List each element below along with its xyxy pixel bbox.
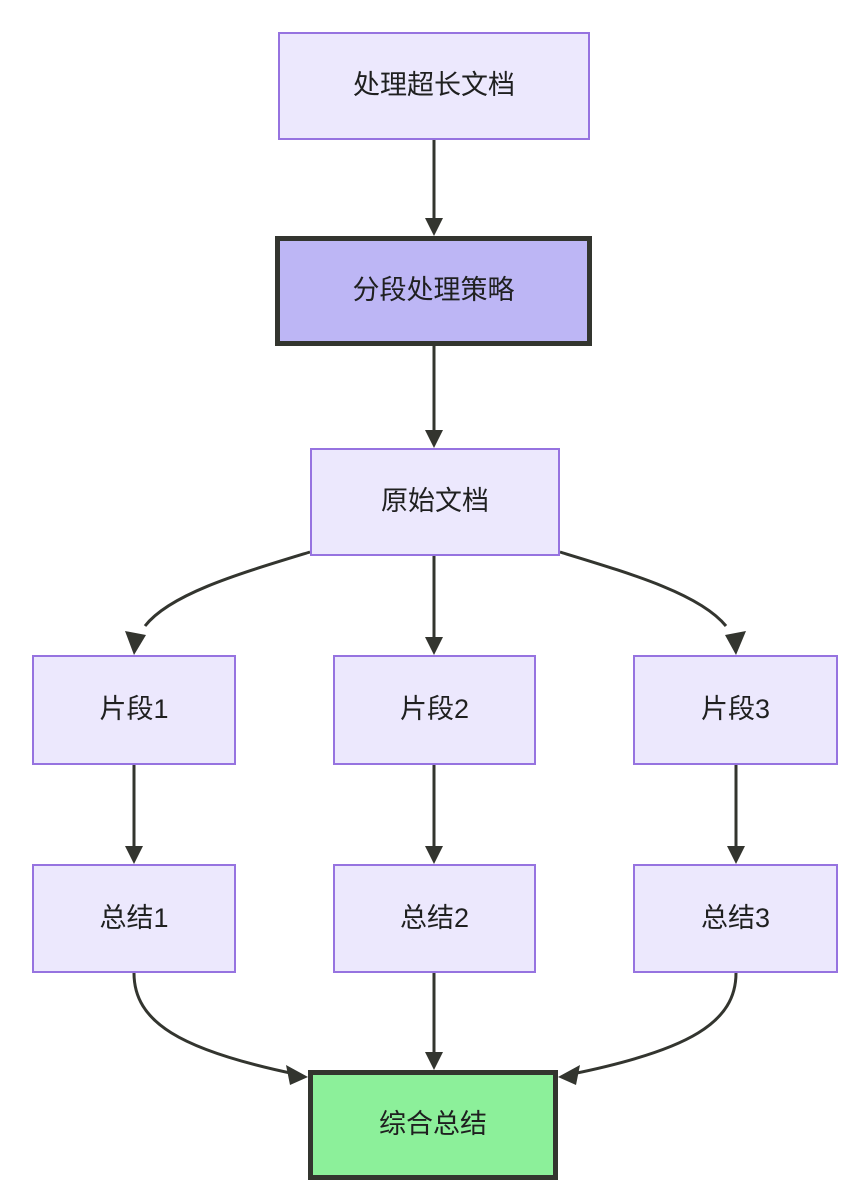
edge-original-to-frag2	[425, 556, 443, 655]
edge-sum1-to-final	[132, 972, 308, 1085]
node-summary-1[interactable]: 总结1	[32, 864, 236, 973]
node-fragment-1[interactable]: 片段1	[32, 655, 236, 765]
node-label: 片段2	[399, 694, 470, 725]
node-summary-3[interactable]: 总结3	[633, 864, 838, 973]
node-label: 总结1	[99, 902, 169, 933]
node-label: 综合总结	[379, 1109, 487, 1140]
edge-frag3-to-sum3	[727, 765, 745, 864]
edge-frag1-to-sum1	[125, 765, 143, 864]
node-label: 分段处理策略	[352, 275, 515, 306]
node-label: 总结2	[399, 902, 470, 933]
node-label: 处理超长文档	[353, 70, 515, 101]
node-label: 片段1	[99, 694, 169, 725]
node-label: 总结3	[700, 902, 771, 933]
edge-sum2-to-final	[425, 973, 443, 1070]
edge-strategy-to-original	[425, 346, 443, 448]
edge-original-to-frag3	[559, 550, 746, 655]
node-chunking-strategy[interactable]: 分段处理策略	[275, 236, 592, 346]
edge-doc-to-strategy	[425, 140, 443, 236]
node-summary-2[interactable]: 总结2	[333, 864, 536, 973]
edge-original-to-frag1	[125, 550, 311, 655]
node-original-document[interactable]: 原始文档	[310, 448, 560, 556]
node-fragment-3[interactable]: 片段3	[633, 655, 838, 765]
node-fragment-2[interactable]: 片段2	[333, 655, 536, 765]
node-comprehensive-summary[interactable]: 综合总结	[308, 1070, 558, 1180]
node-label: 原始文档	[381, 486, 489, 517]
node-label: 片段3	[700, 694, 771, 725]
edge-sum3-to-final	[558, 972, 738, 1085]
node-process-long-document[interactable]: 处理超长文档	[278, 32, 590, 140]
edge-frag2-to-sum2	[425, 765, 443, 864]
